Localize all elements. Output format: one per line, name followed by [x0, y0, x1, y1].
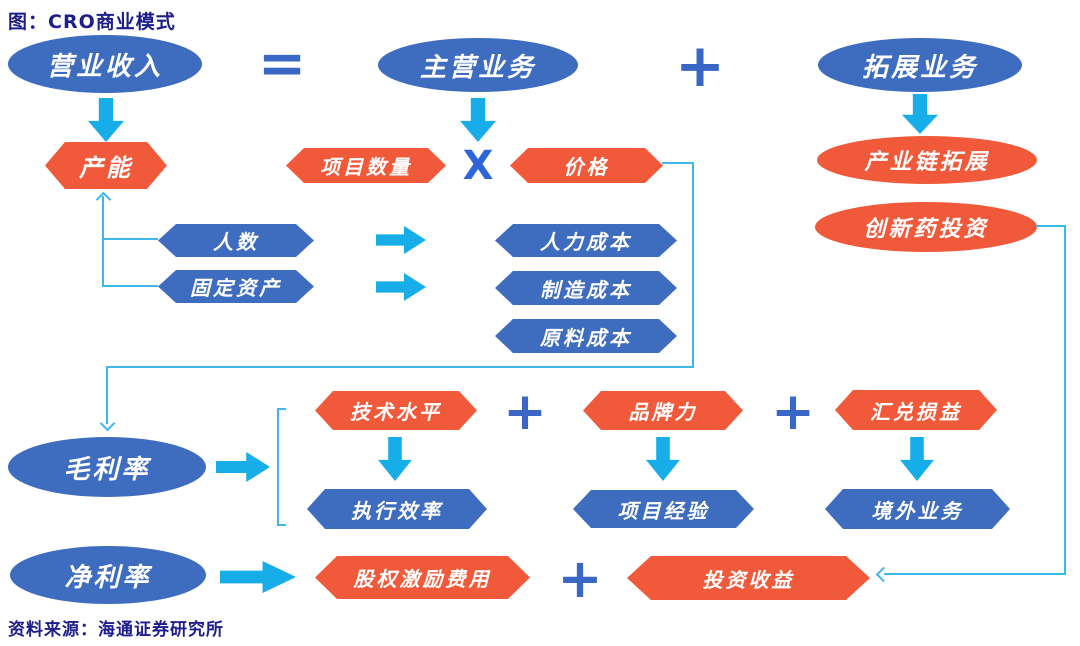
- connector-price-out: [662, 162, 694, 164]
- node-label: 产能: [79, 154, 133, 182]
- node-net-margin: 净利率: [10, 546, 206, 604]
- node-revenue: 营业收入: [8, 35, 202, 93]
- node-label: 执行效率: [351, 498, 443, 523]
- node-label: 拓展业务: [861, 52, 978, 83]
- node-fixed-assets: 固定资产: [158, 270, 314, 303]
- node-gross-margin: 毛利率: [8, 437, 206, 497]
- node-label: 营业收入: [46, 51, 163, 82]
- equals-operator: =: [257, 29, 307, 97]
- node-label: 人力成本: [540, 230, 632, 254]
- node-label: 境外业务: [871, 498, 964, 523]
- node-label: 项目经验: [617, 498, 710, 523]
- node-label: 原料成本: [540, 325, 632, 350]
- connector-innovation-across: [884, 573, 1066, 575]
- node-investment-income: 投资收益: [627, 556, 870, 600]
- arrowhead-down-gross-margin: [99, 415, 116, 432]
- right-arrow-headcount: [376, 226, 426, 254]
- node-execution-efficiency: 执行效率: [307, 489, 487, 529]
- node-project-count: 项目数量: [286, 148, 446, 183]
- node-labor-cost: 人力成本: [495, 224, 677, 257]
- connector-capacity-vertical: [102, 196, 104, 286]
- node-label: 项目数量: [320, 155, 412, 179]
- figure-title: 图：CRO商业模式: [8, 11, 176, 33]
- arrowhead-up-capacity: [95, 191, 112, 208]
- down-arrow-tech-level: [378, 437, 412, 481]
- node-label: 创新药投资: [863, 217, 989, 242]
- node-label: 净利率: [64, 562, 152, 593]
- node-fx-gain-loss: 汇兑损益: [835, 390, 997, 430]
- connector-price-down: [692, 162, 694, 368]
- node-industry-chain-expansion: 产业链拓展: [817, 136, 1037, 184]
- connector-price-across: [106, 366, 694, 368]
- plus-operator-middle-1: +: [503, 382, 547, 442]
- node-tech-level: 技术水平: [315, 391, 477, 430]
- node-main-business: 主营业务: [378, 38, 578, 92]
- node-label: 股权激励费用: [353, 567, 492, 591]
- bracket-gross-margin-drivers: [277, 408, 286, 526]
- node-overseas-business: 境外业务: [825, 489, 1010, 529]
- node-brand-power: 品牌力: [583, 391, 743, 430]
- connector-into-gross-margin: [106, 366, 108, 424]
- node-expansion-business: 拓展业务: [818, 38, 1022, 92]
- connector-innovation-out: [1036, 225, 1066, 227]
- node-label: 技术水平: [350, 400, 442, 424]
- node-label: 主营业务: [419, 52, 536, 83]
- node-capacity: 产能: [45, 142, 167, 189]
- plus-operator-middle-2: +: [771, 382, 815, 442]
- node-label: 制造成本: [540, 277, 632, 302]
- node-label: 毛利率: [63, 454, 151, 485]
- node-label: 价格: [563, 155, 610, 179]
- arrowhead-left-investment-income: [875, 566, 892, 583]
- node-innovative-drug-investment: 创新药投资: [815, 202, 1037, 252]
- down-arrow-main-business: [460, 98, 496, 142]
- node-label: 人数: [213, 230, 259, 254]
- connector-fixed-assets-branch: [102, 285, 158, 287]
- node-label: 固定资产: [190, 276, 282, 300]
- node-label: 汇兑损益: [870, 399, 962, 424]
- connector-innovation-down: [1064, 225, 1066, 575]
- plus-operator-top: +: [674, 31, 726, 101]
- source-note: 资料来源：海通证券研究所: [8, 620, 224, 640]
- right-arrow-fixed-assets: [376, 273, 426, 301]
- down-arrow-brand-power: [646, 437, 680, 481]
- multiply-operator: X: [462, 143, 494, 189]
- node-label: 投资收益: [702, 567, 795, 592]
- down-arrow-revenue: [88, 98, 124, 142]
- node-price: 价格: [510, 148, 663, 183]
- down-arrow-fx: [900, 437, 934, 481]
- plus-operator-bottom: +: [557, 547, 603, 610]
- right-arrow-gross-margin: [216, 452, 270, 482]
- node-headcount: 人数: [158, 224, 314, 257]
- connector-headcount-branch: [102, 238, 158, 240]
- node-project-experience: 项目经验: [573, 490, 754, 528]
- node-label: 品牌力: [628, 400, 698, 424]
- down-arrow-expansion: [902, 94, 938, 134]
- node-label: 产业链拓展: [864, 150, 990, 175]
- node-equity-incentive-expense: 股权激励费用: [315, 556, 530, 599]
- node-manufacturing-cost: 制造成本: [495, 271, 677, 305]
- right-arrow-net-margin: [220, 561, 296, 593]
- node-material-cost: 原料成本: [495, 319, 677, 353]
